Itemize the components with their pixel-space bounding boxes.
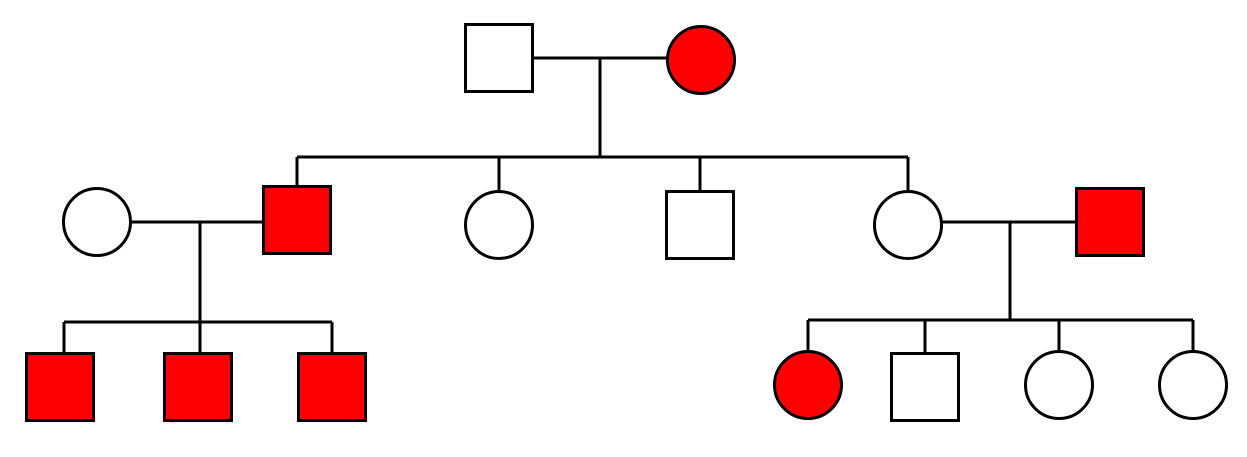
pedigree-connections: [62, 56, 1195, 353]
female-circle-g1-mother: [666, 25, 736, 95]
male-square-g2-son-left: [262, 185, 332, 255]
female-circle-g3-right-daughter-3: [1158, 350, 1228, 420]
female-circle-g2-wife-left: [62, 187, 132, 257]
male-square-g3-left-son-1: [25, 352, 95, 422]
female-circle-g2-daughter-right: [873, 190, 943, 260]
female-circle-g2-daughter-middle: [464, 190, 534, 260]
male-square-g2-husband-right: [1075, 187, 1145, 257]
male-square-g3-left-son-3: [297, 352, 367, 422]
female-circle-g3-right-daughter-2: [1024, 350, 1094, 420]
male-square-g3-left-son-2: [163, 352, 233, 422]
pedigree-individuals: [25, 23, 1228, 422]
male-square-g1-father: [464, 23, 534, 93]
male-square-g3-right-son-1: [890, 352, 960, 422]
female-circle-g3-right-daughter-1: [773, 350, 843, 420]
male-square-g2-son-middle: [665, 190, 735, 260]
